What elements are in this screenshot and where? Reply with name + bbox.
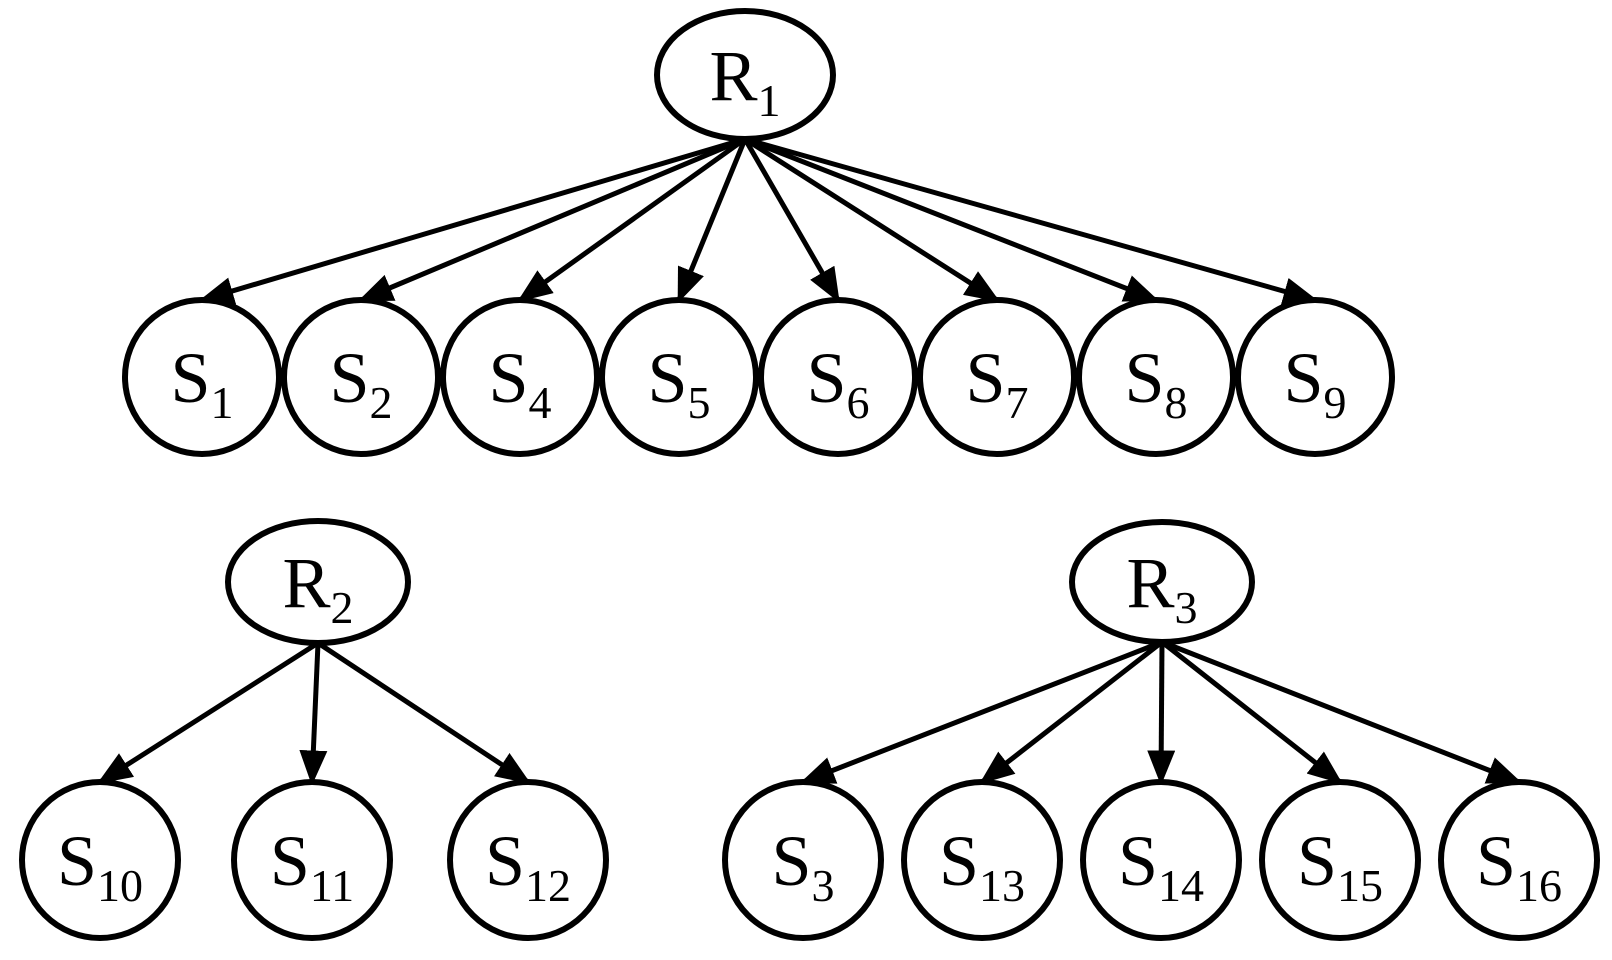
node-S2: S2 [281,297,441,457]
node-label: S13 [939,821,1025,911]
node-circle [1076,297,1236,457]
edge-R2-S10 [97,640,320,785]
node-circle [758,297,918,457]
node-label: S2 [329,338,392,428]
node-S7: S7 [917,297,1077,457]
node-label: R3 [1126,543,1197,633]
node-circle [19,779,181,941]
node-label: S9 [1283,338,1346,428]
node-label: S10 [57,821,143,911]
node-S15: S15 [1259,779,1421,941]
edge-R3-S13 [979,640,1164,785]
node-R1: R1 [654,8,836,142]
edges-layer [97,136,1523,786]
node-label: S4 [488,338,551,428]
node-S5: S5 [599,297,759,457]
edge-R1-S7 [743,136,1000,303]
node-ellipse [225,518,411,646]
node-S12: S12 [447,779,609,941]
node-circle [901,779,1063,941]
node-S9: S9 [1235,297,1395,457]
node-circle [1438,779,1600,941]
edge-R1-S2 [357,136,746,303]
node-S14: S14 [1080,779,1242,941]
edge-R1-S5 [676,138,748,304]
edge-R2-S11 [299,642,328,786]
node-label: S11 [270,821,354,911]
node-S13: S13 [901,779,1063,941]
edge-R1-S9 [744,136,1319,305]
node-label: R2 [282,543,353,633]
edge-R2-S12 [316,640,531,785]
node-label: S3 [771,821,834,911]
edge-R3-S15 [1160,640,1343,785]
node-circle [122,297,282,457]
node-label: S16 [1476,821,1562,911]
edge-R1-S8 [744,136,1160,303]
node-circle [447,779,609,941]
node-R3: R3 [1069,519,1255,645]
node-circle [1080,779,1242,941]
node-S8: S8 [1076,297,1236,457]
node-circle [1235,297,1395,457]
node-ellipse [1069,519,1255,645]
node-circle [599,297,759,457]
node-circle [440,297,600,457]
node-label: S1 [170,338,233,428]
node-label: S8 [1124,338,1187,428]
node-S3: S3 [722,779,884,941]
node-label: S15 [1297,821,1383,911]
node-label: S7 [965,338,1028,428]
edge-R3-S3 [799,639,1163,785]
node-S16: S16 [1438,779,1600,941]
node-circle [722,779,884,941]
node-S11: S11 [231,779,393,941]
node-ellipse [654,8,836,142]
node-S6: S6 [758,297,918,457]
node-circle [281,297,441,457]
node-S10: S10 [19,779,181,941]
edge-R3-S16 [1161,639,1523,785]
node-S4: S4 [440,297,600,457]
node-circle [917,297,1077,457]
node-circle [231,779,393,941]
node-label: S14 [1118,821,1204,911]
node-R2: R2 [225,518,411,646]
edge-R1-S4 [517,136,747,303]
edge-R1-S6 [742,137,841,304]
node-label: S6 [806,338,869,428]
node-S1: S1 [122,297,282,457]
node-label: S12 [485,821,571,911]
node-circle [1259,779,1421,941]
edge-R1-S1 [198,136,746,305]
edge-R3-S14 [1147,641,1176,786]
node-label: S5 [647,338,710,428]
node-label: R1 [709,36,780,126]
